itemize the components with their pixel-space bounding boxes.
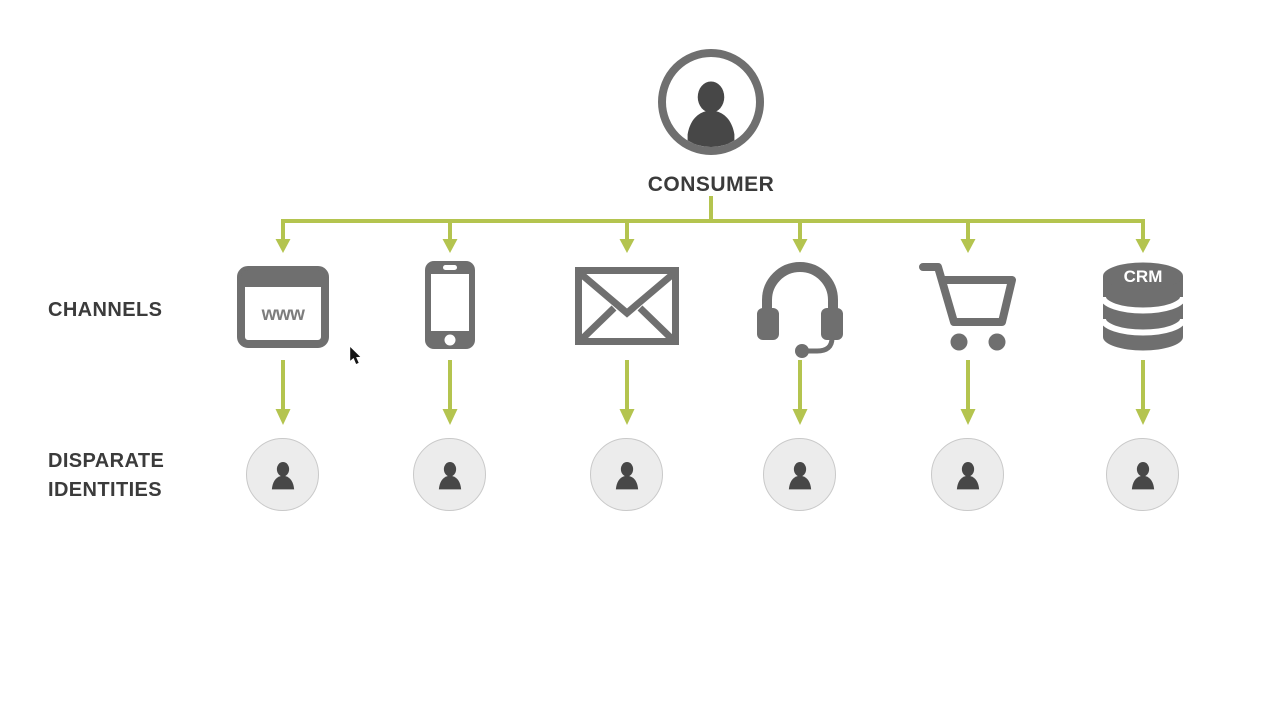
identity-avatar-6: [1106, 438, 1179, 511]
email-envelope-icon: [575, 267, 679, 345]
smartphone-icon: [425, 261, 475, 349]
person-icon: [1131, 461, 1154, 489]
www-label: www: [261, 304, 306, 325]
identities-row-label-line1: DISPARATE: [48, 450, 165, 472]
crm-database-icon: CRM: [1100, 262, 1186, 351]
identity-avatar-3: [590, 438, 663, 511]
identity-avatar-4: [763, 438, 836, 511]
person-icon: [788, 461, 811, 489]
identities-row-label: DISPARATE IDENTITIES: [48, 447, 164, 505]
person-icon: [615, 461, 638, 489]
headset-icon: [757, 262, 843, 358]
person-icon: [271, 461, 294, 489]
person-icon: [438, 461, 461, 489]
channels-row-label: CHANNELS: [48, 299, 163, 321]
consumer-label: CONSUMER: [647, 173, 775, 196]
mouse-cursor: [350, 347, 361, 364]
identity-avatar-1: [246, 438, 319, 511]
consumer-icon: [658, 49, 764, 155]
crm-label: CRM: [1124, 267, 1163, 286]
www-browser-icon: www: [237, 266, 329, 348]
person-icon: [956, 461, 979, 489]
identity-avatar-2: [413, 438, 486, 511]
person-icon: [687, 81, 735, 147]
shopping-cart-icon: [919, 263, 1016, 351]
identities-row-label-line2: IDENTITIES: [48, 479, 163, 501]
identity-avatar-5: [931, 438, 1004, 511]
